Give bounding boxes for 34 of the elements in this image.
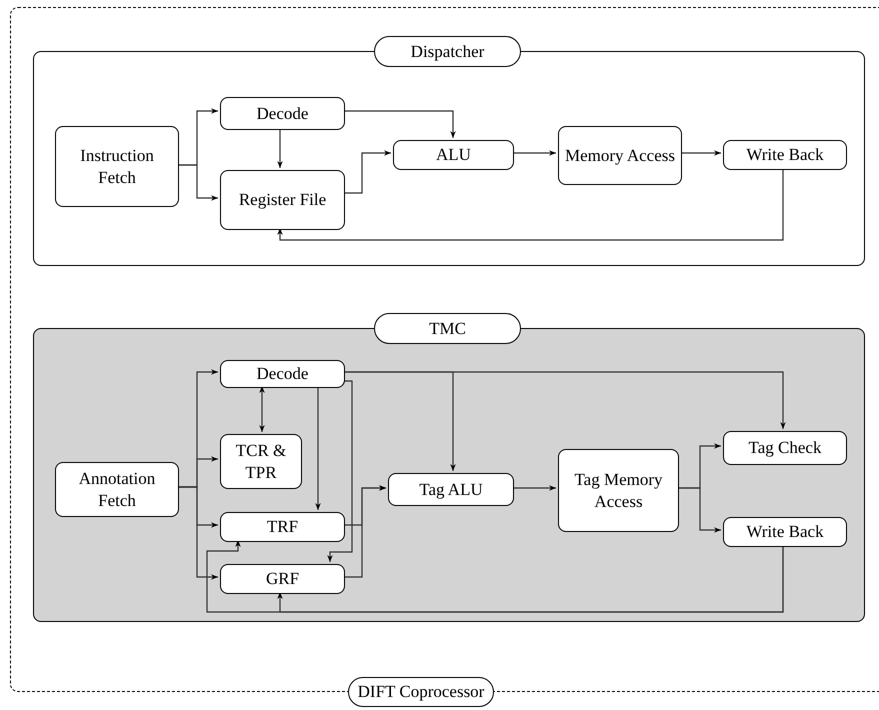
process-box: Decode [220, 360, 345, 388]
process-box: Tag ALU [388, 473, 514, 506]
arrow [277, 545, 784, 613]
arrow [277, 168, 784, 241]
arrow [512, 150, 556, 156]
arrow [315, 386, 321, 510]
process-box: GRF [220, 564, 345, 594]
title-pill: TMC [374, 313, 521, 344]
process-box: ALU [393, 140, 514, 170]
arrow [327, 380, 353, 562]
arrow [343, 150, 391, 194]
arrow [177, 486, 218, 580]
arrow [680, 150, 721, 156]
process-box: TRF [220, 512, 345, 542]
arrow [512, 485, 556, 491]
process-box: Decode [220, 97, 345, 130]
process-box: Tag Check [723, 431, 847, 465]
title-pill: DIFT Coprocessor [348, 677, 494, 707]
process-box: Memory Access [558, 126, 682, 185]
process-box: Write Back [723, 517, 847, 547]
process-box: Write Back [723, 140, 847, 170]
process-box: TCR & TPR [220, 434, 302, 489]
arrow [677, 487, 721, 533]
arrow [259, 386, 265, 432]
arrow [343, 371, 786, 429]
process-box: Tag Memory Access [558, 449, 679, 532]
process-box: Register File [220, 170, 345, 230]
process-box: Annotation Fetch [55, 462, 179, 517]
arrow [177, 164, 218, 201]
arrow [343, 485, 386, 578]
arrow [277, 128, 283, 168]
arrow [343, 110, 456, 138]
process-box: Instruction Fetch [55, 126, 179, 207]
title-pill: Dispatcher [374, 36, 521, 67]
